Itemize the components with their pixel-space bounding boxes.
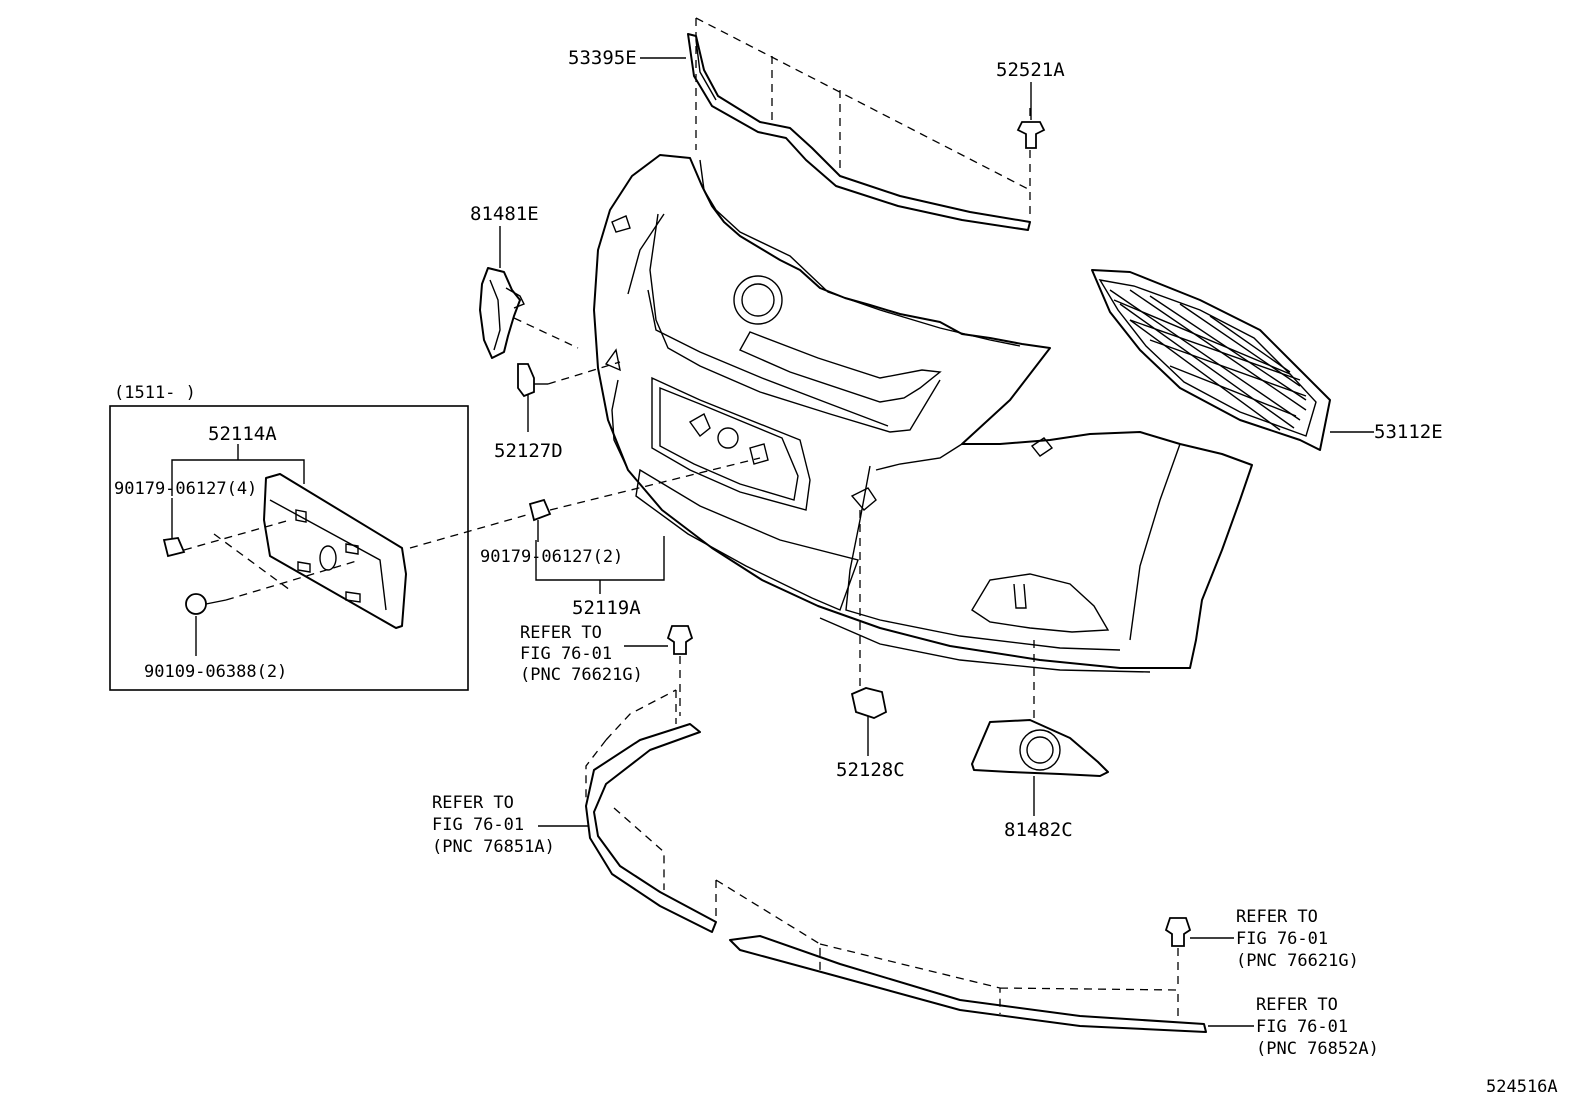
figure-id: 524516A	[1486, 1077, 1558, 1097]
clip-52521a-part	[1016, 82, 1046, 149]
upper-molding	[687, 33, 1031, 231]
label-90179-06127-2: 90179-06127(2)	[480, 547, 623, 567]
label-52127d: 52127D	[494, 440, 563, 462]
refer-line: FIG 76-01	[1256, 1017, 1348, 1037]
label-52128c: 52128C	[836, 759, 905, 781]
refer-line: (PNC 76851A)	[432, 837, 555, 857]
right-spoiler	[729, 935, 1207, 1033]
fog-cover-81482c-part	[971, 719, 1109, 777]
refer-line: (PNC 76621G)	[520, 665, 643, 685]
label-90109-06388-2: 90109-06388(2)	[144, 662, 287, 682]
inset-caption: (1511- )	[114, 383, 196, 403]
refer-block-76621g-lower: REFER TO FIG 76-01 (PNC 76621G)	[1236, 907, 1359, 971]
left-spoiler	[585, 723, 717, 933]
refer-line: REFER TO	[1256, 995, 1338, 1015]
refer-line: REFER TO	[432, 793, 514, 813]
label-52119a: 52119A	[572, 597, 641, 619]
side-cover-81481e	[479, 267, 525, 359]
nut-90179-part	[528, 498, 552, 522]
bottom-clip-left	[666, 625, 694, 655]
refer-line: REFER TO	[520, 623, 602, 643]
label-52521a: 52521A	[996, 59, 1065, 81]
refer-line: REFER TO	[1236, 907, 1318, 927]
lower-grille	[1091, 269, 1331, 451]
refer-block-76851a: REFER TO FIG 76-01 (PNC 76851A)	[432, 793, 555, 857]
refer-line: FIG 76-01	[520, 644, 612, 664]
bottom-clip-right	[1164, 917, 1192, 947]
label-81481e: 81481E	[470, 203, 539, 225]
refer-block-76852a: REFER TO FIG 76-01 (PNC 76852A)	[1256, 995, 1379, 1059]
label-52114a: 52114A	[208, 423, 277, 445]
plate-area-holes	[688, 413, 769, 465]
label-90179-06127-4: 90179-06127(4)	[114, 479, 257, 499]
label-53112e: 53112E	[1374, 421, 1443, 443]
refer-block-76621g-upper: REFER TO FIG 76-01 (PNC 76621G)	[520, 623, 643, 685]
refer-line: FIG 76-01	[432, 815, 524, 835]
inset-box	[109, 405, 469, 691]
cap-52128c-part	[850, 687, 888, 719]
bumper-cover	[593, 154, 1253, 673]
refer-line: (PNC 76621G)	[1236, 951, 1359, 971]
label-81482c: 81482C	[1004, 819, 1073, 841]
leader-lines	[171, 57, 1374, 1027]
label-53395e: 53395E	[568, 47, 637, 69]
refer-line: FIG 76-01	[1236, 929, 1328, 949]
refer-line: (PNC 76852A)	[1256, 1039, 1379, 1059]
clip-52127d-part	[517, 363, 548, 398]
